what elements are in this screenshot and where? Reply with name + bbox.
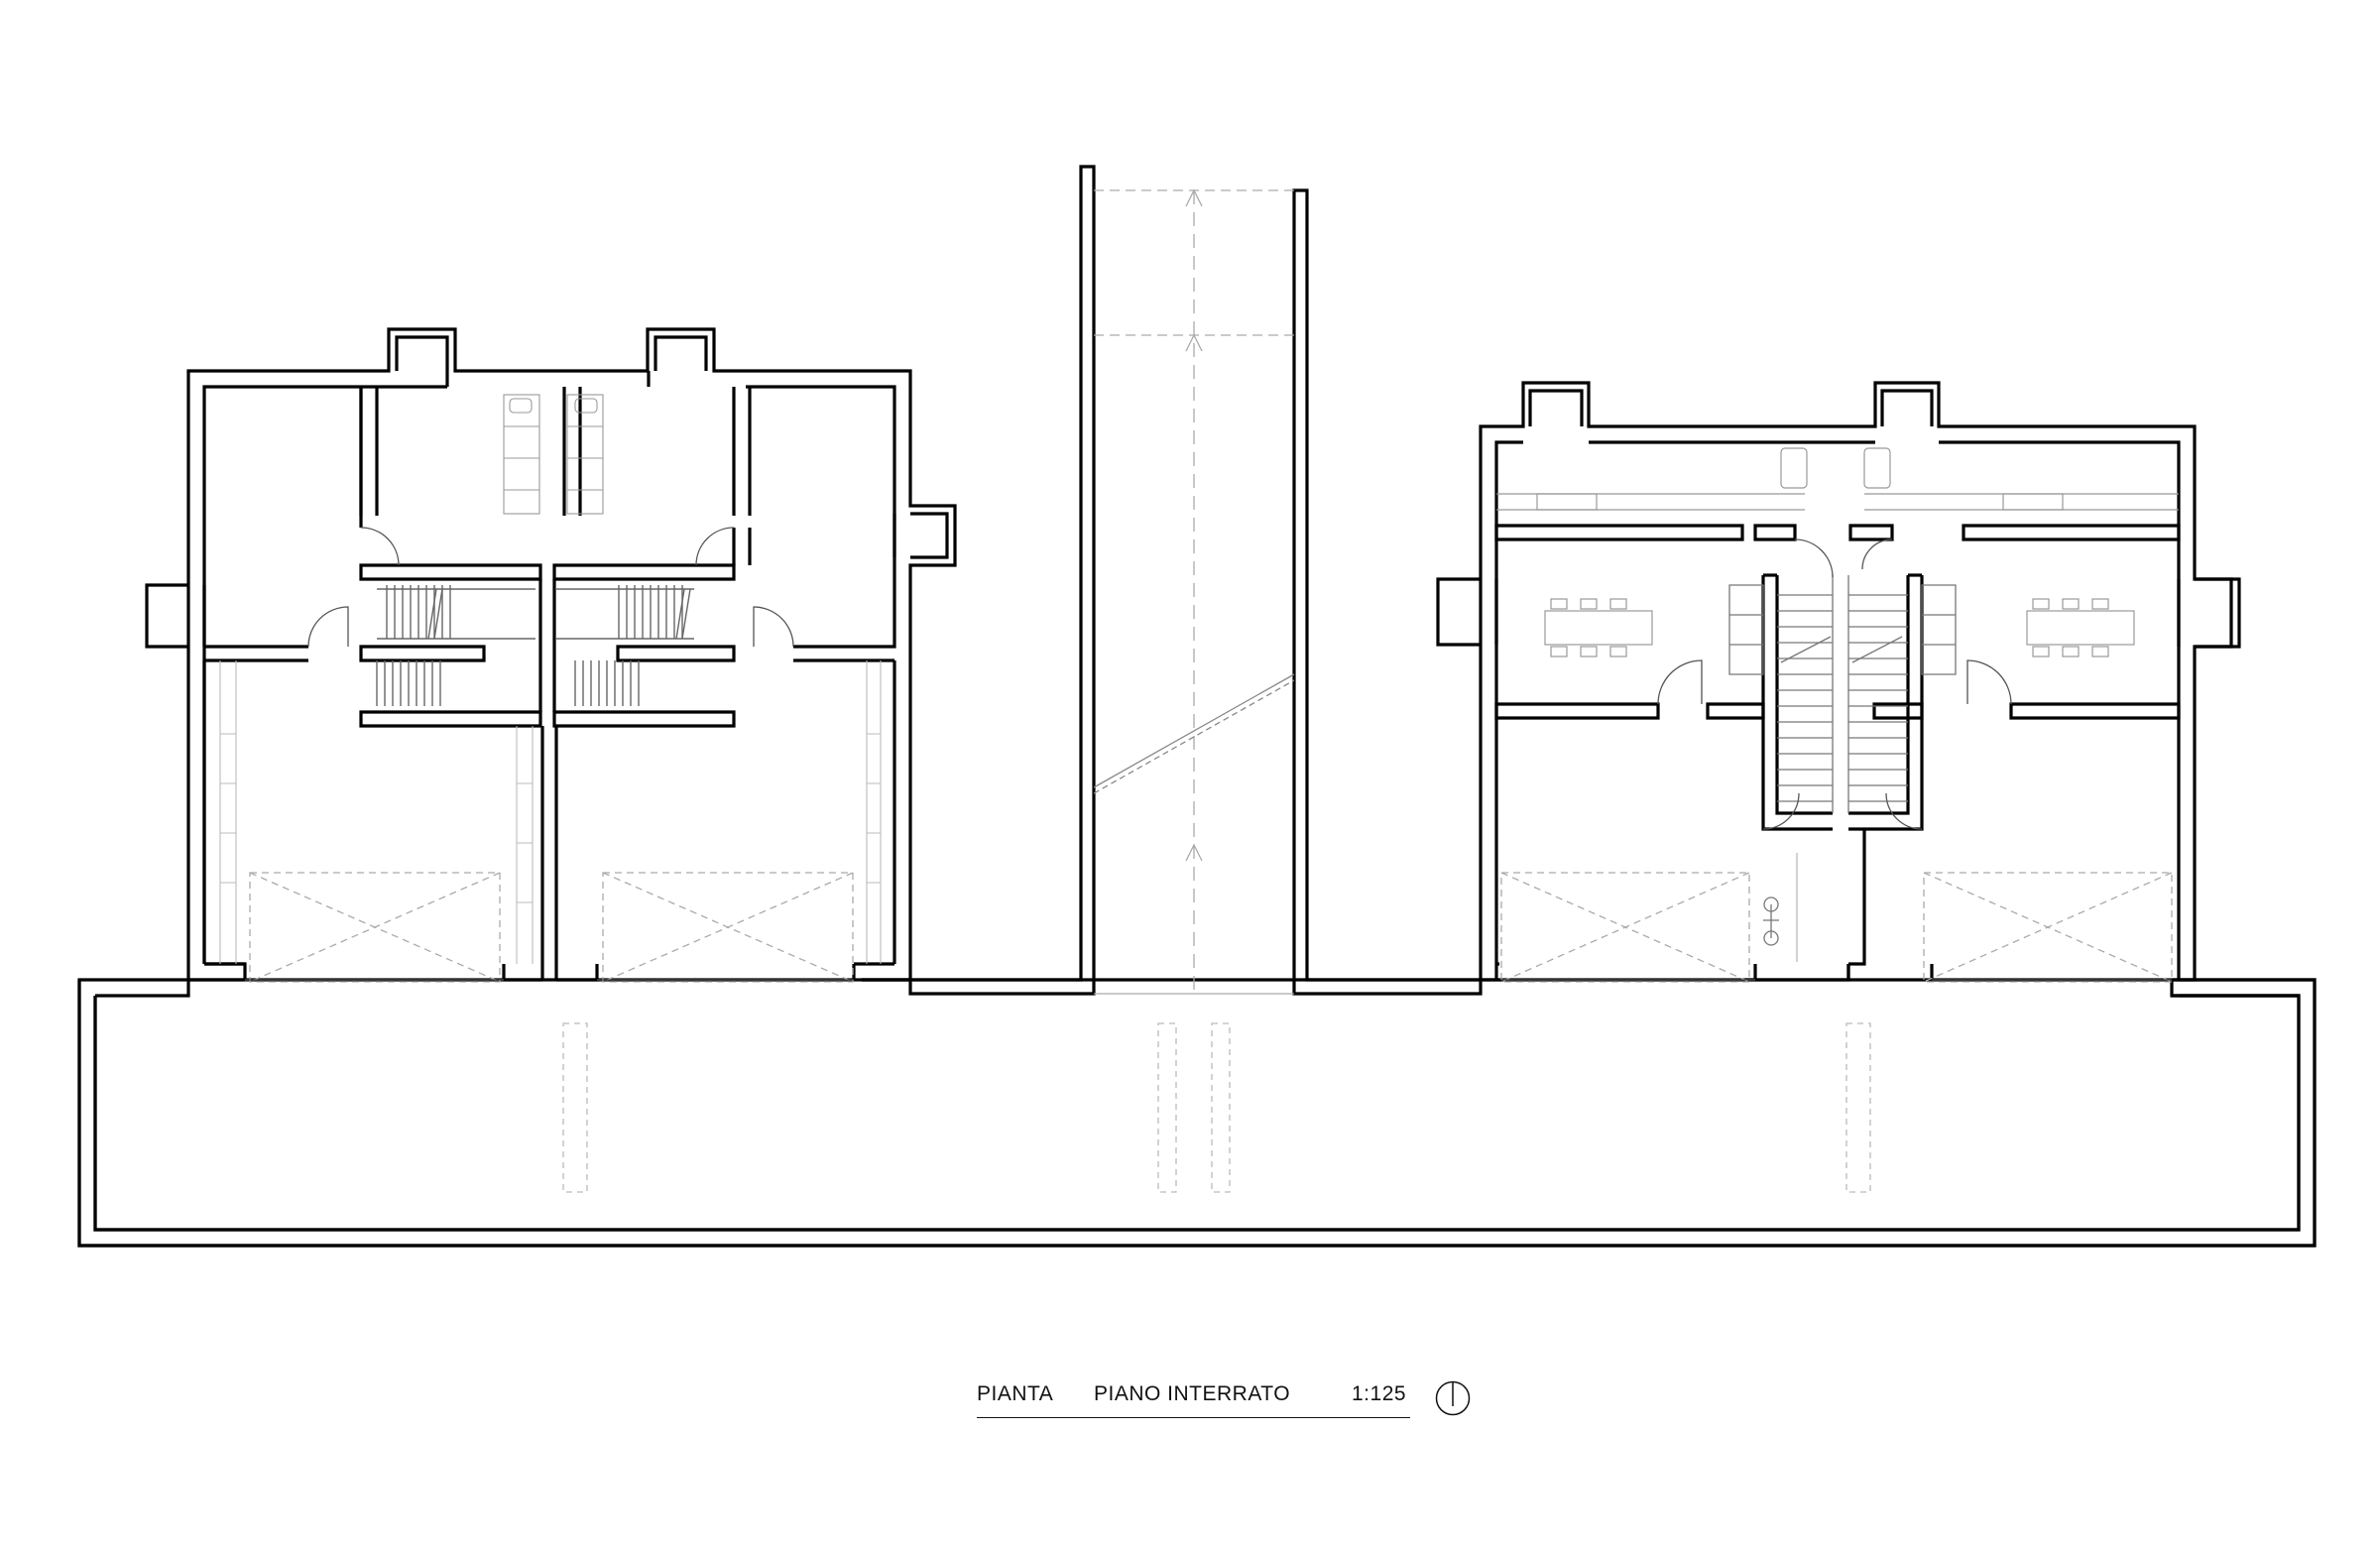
level-label: PIANO INTERRATO (1094, 1382, 1291, 1405)
right-building (1436, 381, 2241, 982)
podium-wall (77, 978, 2317, 1248)
sheet-label: PIANTA (977, 1382, 1054, 1405)
left-doors (307, 527, 794, 648)
ramp-guides (1093, 188, 1295, 995)
central-ramp-walls (908, 165, 1483, 996)
title-block: PIANTA PIANO INTERRATO 1:125 (977, 1376, 1473, 1436)
right-parking (1500, 872, 2173, 983)
left-building (145, 327, 957, 982)
podium-outline-outer (77, 978, 2317, 1248)
right-furniture (1496, 447, 2179, 657)
title-underline (977, 1417, 1410, 1418)
right-building-inner-wall (1494, 440, 2181, 964)
right-stairs (1728, 575, 1957, 813)
podium-outline-inner (93, 994, 2301, 1232)
bicycle-icon (1763, 853, 1798, 962)
left-building-inner-wall (202, 371, 651, 964)
podium-columns (562, 1022, 1871, 1193)
right-doors (1657, 538, 2012, 830)
left-parking (249, 872, 854, 983)
scale-label: 1:125 (1352, 1382, 1407, 1405)
left-building-outer-wall (186, 327, 957, 982)
left-fixtures (503, 394, 604, 515)
left-stairs (376, 585, 694, 706)
north-arrow-icon (1435, 1380, 1471, 1416)
right-building-outer-wall (1479, 381, 2241, 982)
